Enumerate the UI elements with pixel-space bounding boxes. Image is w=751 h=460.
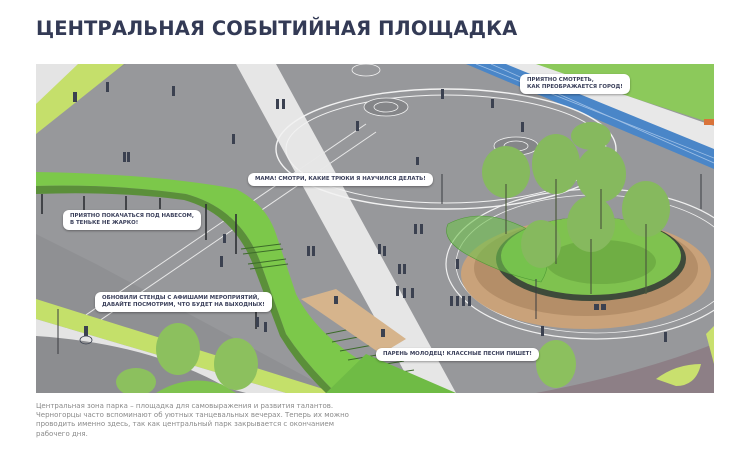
speech-bubble-top-right: ПРИЯТНО СМОТРЕТЬ, КАК ПРЕОБРАЖАЕТСЯ ГОРО… bbox=[520, 74, 630, 95]
park-plaza-illustration: ПРИЯТНО СМОТРЕТЬ, КАК ПРЕОБРАЖАЕТСЯ ГОРО… bbox=[36, 64, 714, 393]
illustration-caption: Центральная зона парка – площадка для са… bbox=[36, 402, 386, 439]
page-title: ЦЕНТРАЛЬНАЯ СОБЫТИЙНАЯ ПЛОЩАДКА bbox=[36, 17, 518, 40]
bubble-line: ПРИЯТНО СМОТРЕТЬ, bbox=[527, 77, 594, 83]
bubble-line: МАМА! СМОТРИ, КАКИЕ ТРЮКИ Я НАУЧИЛСЯ ДЕЛ… bbox=[255, 176, 426, 182]
caption-line: Черногорцы часто вспоминают об уютных та… bbox=[36, 411, 349, 420]
bubble-line: ПРИЯТНО ПОКАЧАТЬСЯ ПОД НАВЕСОМ, bbox=[70, 213, 194, 219]
caption-line: проводить именно здесь, так как централь… bbox=[36, 420, 334, 429]
bubble-line: КАК ПРЕОБРАЖАЕТСЯ ГОРОД! bbox=[527, 84, 623, 91]
speech-bubble-left: ПРИЯТНО ПОКАЧАТЬСЯ ПОД НАВЕСОМ, В ТЕНЬКЕ… bbox=[63, 210, 201, 231]
bubble-line: ПАРЕНЬ МОЛОДЕЦ! КЛАССНЫЕ ПЕСНИ ПИШЕТ! bbox=[383, 351, 532, 357]
speech-bubble-center: МАМА! СМОТРИ, КАКИЕ ТРЮКИ Я НАУЧИЛСЯ ДЕЛ… bbox=[248, 173, 433, 187]
caption-line: рабочего дня. bbox=[36, 429, 88, 438]
bubble-line: ДАВАЙТЕ ПОСМОТРИМ, ЧТО БУДЕТ НА ВЫХОДНЫХ… bbox=[102, 302, 265, 309]
bubble-line: ОБНОВИЛИ СТЕНДЫ С АФИШАМИ МЕРОПРИЯТИЙ, bbox=[102, 295, 260, 301]
speech-bubble-lower-left: ОБНОВИЛИ СТЕНДЫ С АФИШАМИ МЕРОПРИЯТИЙ, Д… bbox=[95, 292, 272, 313]
bubble-line: В ТЕНЬКЕ НЕ ЖАРКО! bbox=[70, 220, 139, 227]
speech-bubble-bottom: ПАРЕНЬ МОЛОДЕЦ! КЛАССНЫЕ ПЕСНИ ПИШЕТ! bbox=[376, 348, 539, 362]
caption-line: Центральная зона парка – площадка для са… bbox=[36, 402, 334, 410]
